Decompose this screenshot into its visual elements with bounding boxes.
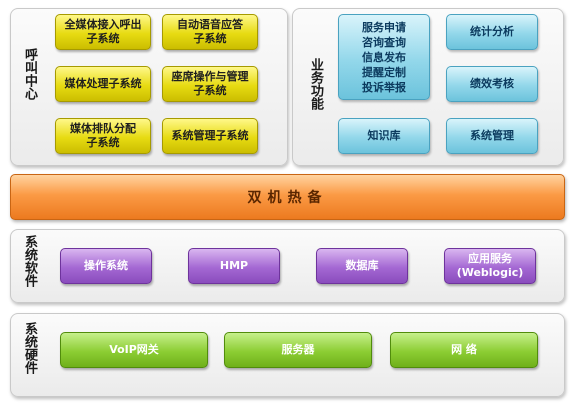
service-item: 咨询查询: [362, 35, 406, 49]
service-item: 投诉举报: [362, 80, 406, 94]
item-label: 网 络: [451, 343, 477, 356]
item-label: 操作系统: [84, 259, 128, 272]
module-label: 系统管理子系统: [171, 129, 249, 142]
module-label: 全媒体接入呼出 子系统: [64, 18, 142, 45]
business-module-statistics: 统计分析: [446, 14, 538, 50]
call-center-module-system-management: 系统管理子系统: [162, 118, 258, 154]
service-item: 信息发布: [362, 50, 406, 64]
hot-standby-bar: 双机热备: [10, 174, 565, 220]
item-label: HMP: [219, 259, 249, 272]
module-label: 知识库: [367, 129, 401, 142]
call-center-module-agent-management: 座席操作与管理 子系统: [162, 66, 258, 102]
service-item: 提醒定制: [362, 65, 406, 79]
item-label: 数据库: [345, 259, 379, 272]
software-item-hmp: HMP: [188, 248, 280, 284]
module-label: 自动语音应答 子系统: [177, 18, 243, 45]
hardware-item-network: 网 络: [390, 332, 538, 368]
call-center-module-ivr: 自动语音应答 子系统: [162, 14, 258, 50]
business-module-system-management: 系统管理: [446, 118, 538, 154]
call-center-module-omni-channel: 全媒体接入呼出 子系统: [55, 14, 151, 50]
item-label: 服务器: [281, 343, 315, 356]
hardware-item-server: 服务器: [224, 332, 372, 368]
module-label: 座席操作与管理 子系统: [171, 70, 249, 97]
service-item: 服务申请: [362, 20, 406, 34]
item-label: 应用服务 (Weblogic): [456, 252, 524, 279]
module-label: 媒体处理子系统: [64, 77, 142, 90]
item-label: VoIP网关: [109, 343, 159, 356]
call-center-label: 呼叫中心: [22, 48, 37, 100]
software-item-app-server: 应用服务 (Weblogic): [444, 248, 536, 284]
module-label: 绩效考核: [470, 77, 514, 90]
software-item-os: 操作系统: [60, 248, 152, 284]
hardware-item-voip-gateway: VoIP网关: [60, 332, 208, 368]
module-label: 统计分析: [470, 25, 514, 38]
system-hardware-label: 系统硬件: [22, 322, 37, 374]
system-software-label: 系统软件: [22, 235, 37, 287]
call-center-module-media-queue: 媒体排队分配 子系统: [55, 118, 151, 154]
business-module-knowledge-base: 知识库: [338, 118, 430, 154]
business-services-box: 服务申请 咨询查询 信息发布 提醒定制 投诉举报: [338, 14, 430, 100]
business-label: 业务功能: [308, 58, 323, 110]
business-module-performance: 绩效考核: [446, 66, 538, 102]
call-center-module-media-processing: 媒体处理子系统: [55, 66, 151, 102]
module-label: 媒体排队分配 子系统: [70, 122, 136, 149]
software-item-database: 数据库: [316, 248, 408, 284]
module-label: 系统管理: [470, 129, 514, 142]
